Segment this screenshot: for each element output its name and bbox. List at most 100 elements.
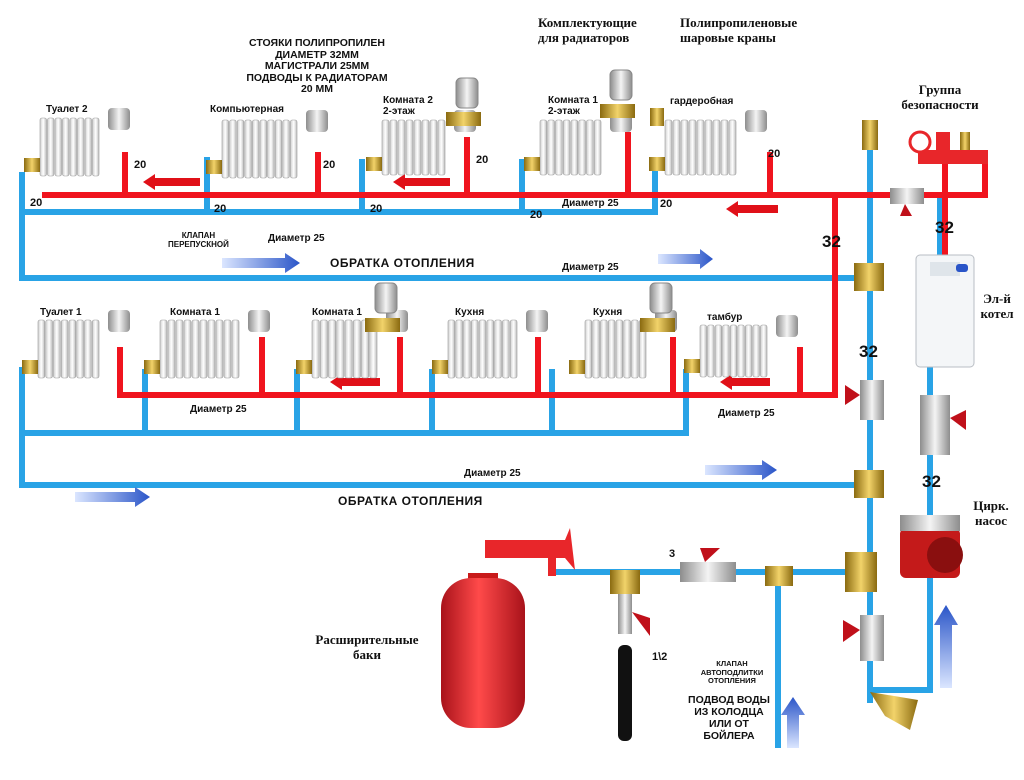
arrow-right-4: [75, 487, 150, 507]
components-line-1: Комплектующие: [538, 15, 637, 30]
safety-group-heading: Группа безопасности: [890, 82, 990, 112]
radiator-kitchen1-section: [447, 319, 456, 379]
radiator-toilet2-section: [69, 117, 77, 177]
ball-valve-boiler-top: [890, 188, 924, 216]
arrow-left-1: [143, 174, 200, 190]
room-label-room2: Комната 2 2-этаж: [383, 95, 433, 117]
radiator-toilet1-shutoff: [108, 310, 130, 332]
refill-line-1: КЛАПАН: [716, 659, 748, 668]
radiator-room1a-valve: [144, 360, 160, 374]
return-flow-arrows: [75, 249, 777, 507]
radiator-toilet2-section: [77, 117, 85, 177]
size-20-b3: 20: [530, 209, 542, 221]
size-32-a: 32: [822, 232, 841, 251]
diam-25-upper-return: Диаметр 25: [562, 262, 619, 273]
radiator-computer-section: [259, 119, 267, 179]
components-heading: Комплектующие для радиаторов: [538, 15, 637, 45]
radiator-room2-section: [397, 119, 406, 176]
diameter-labels: Диаметр 25 Диаметр 25 Диаметр 25 Диаметр…: [190, 198, 775, 479]
size-3-label: 3: [669, 548, 675, 560]
supply-pipes: [42, 132, 988, 398]
refill-line-2: АВТОПОДЛИТКИ: [700, 667, 764, 677]
size-20-b2: 20: [370, 203, 382, 215]
pump-line-1: Цирк.: [973, 498, 1009, 513]
expansion-tank: [441, 573, 525, 728]
room1-upper-line-2: 2-этаж: [548, 106, 580, 117]
arrow-right-3: [705, 460, 777, 480]
radiator-kitchen1-section: [455, 319, 463, 379]
radiator-room2-section: [413, 119, 422, 176]
size-20-computer: 20: [323, 159, 335, 171]
radiator-room1-upper-section: [555, 119, 563, 176]
tank-manifold: [485, 528, 575, 570]
room-label-room1b: Комната 1: [312, 307, 362, 318]
thermo-head-room2: [446, 77, 481, 126]
tee-lower-return: [854, 470, 884, 498]
bypass-line-1: КЛАПАН: [181, 231, 216, 240]
radiator-toilet2: [24, 108, 130, 177]
radiator-room1a-section: [191, 319, 200, 379]
radiator-room1b-section: [319, 319, 328, 379]
thermo-head-room1-lower: [365, 282, 400, 332]
radiator-vestibule-section: [745, 324, 753, 378]
radiator-room2-section: [389, 119, 398, 176]
tee-upper-return: [854, 263, 884, 291]
radiator-room1-upper-section: [586, 119, 594, 176]
radiator-kitchen1-shutoff: [526, 310, 548, 332]
strainer-filter: [870, 692, 918, 730]
water-line-4: БОЙЛЕРА: [703, 730, 755, 742]
room-label-wardrobe: гардеробная: [670, 96, 734, 107]
radiator-room2-section: [405, 119, 414, 176]
ball-valve-pump: [920, 395, 966, 455]
radiator-room2-section: [437, 119, 446, 176]
room1-upper-line-1: Комната 1: [548, 95, 598, 106]
radiator-kitchen1-section: [486, 319, 494, 379]
radiator-kitchen1: [432, 310, 548, 379]
radiator-room1a-section: [215, 319, 224, 379]
room-label-computer: Компьютерная: [210, 104, 284, 115]
radiator-wardrobe: [649, 110, 767, 176]
radiator-room1-upper-valve: [524, 157, 540, 171]
size-32-b: 32: [935, 218, 954, 237]
radiator-room1-upper-section: [593, 119, 602, 176]
radiator-computer-section: [282, 119, 290, 179]
arrow-right-1: [222, 253, 300, 273]
room-label-room1-upper: Комната 1 2-этаж: [548, 95, 598, 117]
radiator-room1a-section: [207, 319, 216, 379]
radiator-computer-section: [252, 119, 260, 179]
radiator-vestibule: [684, 315, 798, 378]
up-flow-arrows: [781, 605, 958, 748]
radiator-wardrobe-section: [696, 119, 705, 176]
room-label-kitchen1: Кухня: [455, 307, 485, 318]
radiator-kitchen2: [569, 310, 677, 379]
expansion-tanks-label: Расширительные баки: [302, 632, 432, 662]
radiator-wardrobe-section: [672, 119, 681, 176]
return-heading-lower: ОБРАТКА ОТОПЛЕНИЯ: [338, 494, 483, 508]
radiator-toilet2-section: [92, 117, 100, 177]
radiator-wardrobe-section: [688, 119, 697, 176]
radiator-vestibule-section: [729, 324, 738, 378]
tanks-line-1: Расширительные: [315, 632, 419, 647]
spec-title: СТОЯКИ ПОЛИПРОПИЛЕН ДИАМЕТР 32ММ МАГИСТР…: [232, 37, 402, 96]
radiator-room1a-section: [199, 319, 208, 379]
arrow-left-5: [720, 374, 770, 390]
room2-line-2: 2-этаж: [383, 106, 415, 117]
size-20-b1: 20: [214, 203, 226, 215]
radiator-room1b-valve: [296, 360, 312, 374]
components-line-2: для радиаторов: [538, 30, 630, 45]
radiator-room1a-section: [167, 319, 176, 379]
radiator-computer-section: [229, 119, 237, 179]
radiator-computer-valve: [206, 160, 222, 174]
boiler-line-2: котел: [980, 306, 1014, 321]
radiator-kitchen1-section: [478, 319, 487, 379]
radiator-wardrobe-section: [720, 119, 729, 176]
bypass-line-2: ПЕРЕПУСКНОЙ: [168, 240, 229, 249]
radiator-room1b-section: [344, 319, 353, 379]
water-line-1: ПОДВОД ВОДЫ: [688, 694, 770, 706]
radiator-kitchen2-section: [600, 319, 608, 379]
radiator-vestibule-section: [760, 324, 768, 378]
radiator-room1b-section: [311, 319, 320, 379]
radiator-computer-section: [244, 119, 252, 179]
radiator-room1-upper-section: [562, 119, 571, 176]
radiator-toilet1-section: [76, 319, 84, 379]
